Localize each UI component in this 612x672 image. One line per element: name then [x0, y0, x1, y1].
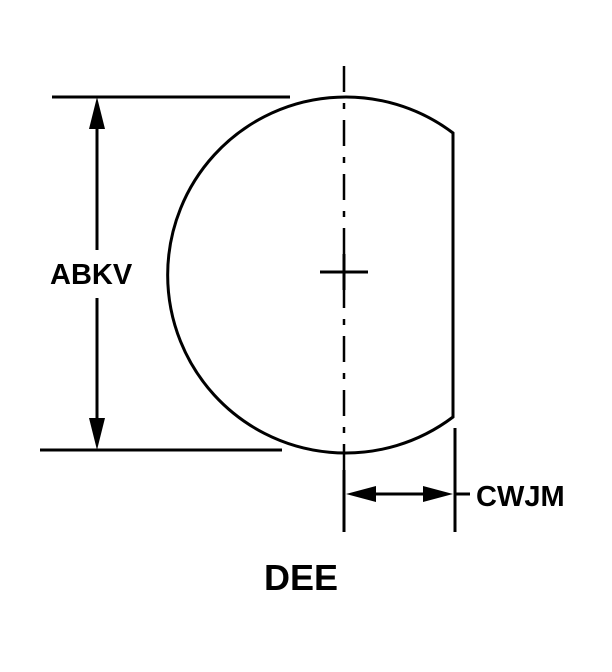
flat-dimension-label: CWJM [476, 481, 565, 513]
flat-arrow-left [346, 486, 376, 502]
flat-arrow-right [423, 486, 453, 502]
height-arrow-bottom [89, 418, 105, 450]
dee-outline [166, 95, 455, 455]
height-arrow-top [89, 97, 105, 129]
shape-name-title: DEE [264, 557, 338, 598]
height-dimension-label: ABKV [50, 259, 133, 291]
